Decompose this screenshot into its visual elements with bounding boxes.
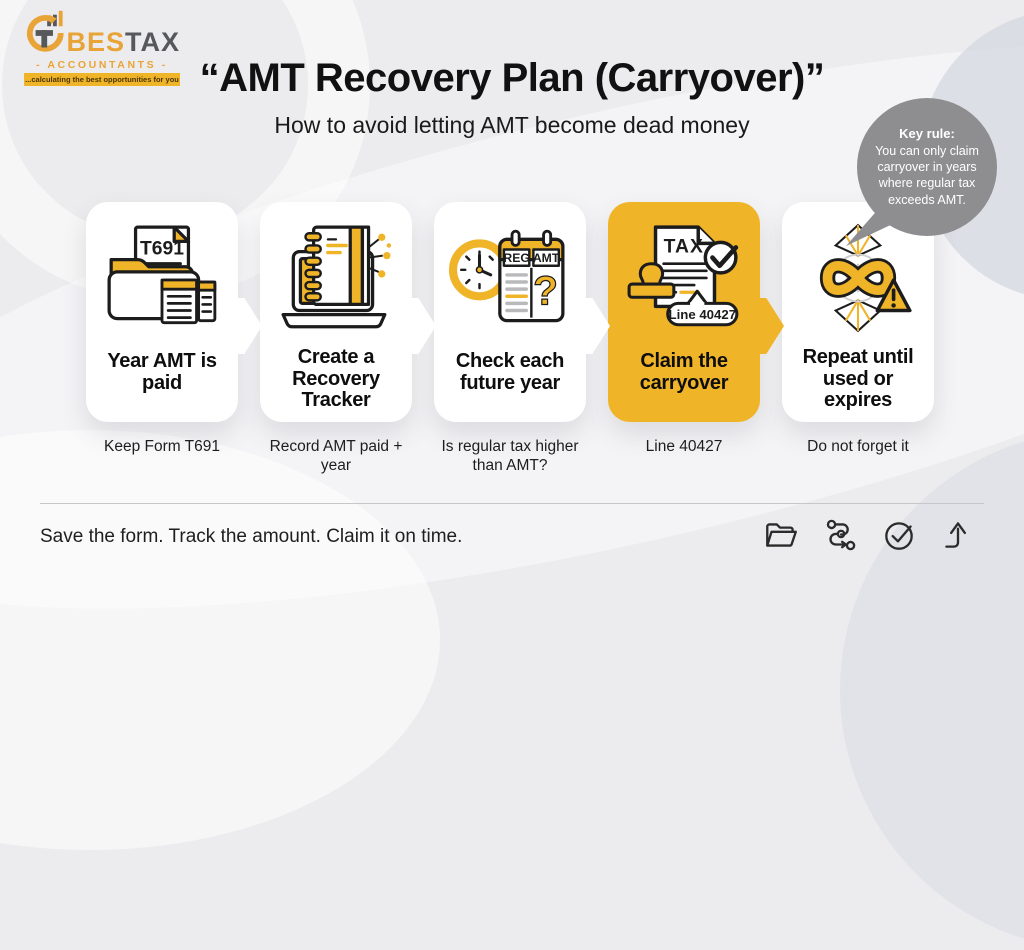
check-circle-icon [885, 522, 913, 550]
page-subtitle: How to avoid letting AMT become dead mon… [274, 112, 750, 138]
step-connector-arrow [236, 298, 262, 354]
infinity-warning-icon [797, 218, 919, 338]
step-4-caption: Line 40427 [645, 438, 723, 455]
step-5-caption: Do not forget it [807, 438, 909, 455]
page-title: “AMT Recovery Plan (Carryover)” [199, 56, 825, 100]
step-1-caption: Keep Form T691 [103, 438, 221, 455]
form-number-label: T691 [140, 239, 184, 260]
line-badge-label: Line 40427 [669, 307, 737, 322]
brand-subtitle: - ACCOUNTANTS - [36, 59, 168, 71]
brand-name: BESTAX [66, 29, 180, 56]
key-rule-text: You can only claim carryover in years wh… [875, 143, 979, 207]
key-rule-label: Key rule: [899, 126, 955, 142]
step-3-title: Check each future year [455, 350, 565, 394]
footer-message: Save the form. Track the amount. Claim i… [40, 526, 463, 547]
clock-calendar-icon: REG AMT ? [449, 218, 571, 342]
step-3: REG AMT ? Check each future year Is regu… [434, 202, 610, 476]
step-1-title: Year AMT is paid [107, 350, 217, 394]
calendar-left-column-label: REG [503, 251, 529, 265]
step-1: T691 Year AMT is paid Keep Form T691 [86, 202, 262, 476]
step-4: TAX [608, 202, 784, 476]
step-5-title: Repeat until used or expires [802, 346, 914, 412]
step-4-title: Claim the carryover [639, 350, 729, 394]
brand-name-secondary: TAX [125, 27, 180, 57]
background-corner-bottom-right [840, 430, 1024, 950]
step-1-card: T691 Year AMT is paid [86, 202, 262, 422]
brand-tagline: ...calculating the best opportunities fo… [24, 73, 180, 86]
open-folder-icon [766, 523, 797, 547]
brand-name-primary: BES [66, 27, 125, 57]
step-3-card: REG AMT ? Check each future year [434, 202, 610, 422]
steps-row: T691 Year AMT is paid Keep Form T691 [86, 202, 934, 476]
tracker-notebook-icon [275, 218, 397, 338]
step-2-title: Create a Recovery Tracker [292, 346, 380, 412]
tax-doc-label: TAX [664, 237, 704, 258]
key-rule-bubble: Key rule: You can only claim carryover i… [857, 98, 997, 236]
step-4-card: TAX [608, 202, 784, 422]
tax-stamp-icon: TAX [623, 218, 745, 342]
step-5: Repeat until used or expires Do not forg… [782, 202, 934, 476]
step-2-card: Create a Recovery Tracker [260, 202, 436, 422]
step-connector-arrow [584, 298, 610, 354]
step-connector-arrow [758, 298, 784, 354]
calendar-right-column-label: AMT [533, 251, 560, 265]
brand-logo: BESTAX - ACCOUNTANTS - ...calculating th… [24, 10, 180, 86]
step-connector-arrow [410, 298, 436, 354]
step-2: Create a Recovery Tracker Record AMT pai… [260, 202, 436, 476]
footer-icons [762, 516, 977, 554]
folder-form-icon: T691 [101, 218, 223, 342]
step-3-caption: Is regular tax higher than AMT? [441, 438, 579, 475]
route-icon [826, 519, 856, 551]
brand-logo-icon [26, 10, 64, 52]
question-mark-glyph: ? [533, 267, 558, 313]
arrow-up-icon [945, 522, 967, 548]
step-2-caption: Record AMT paid + year [269, 438, 403, 475]
footer-divider [40, 503, 984, 504]
